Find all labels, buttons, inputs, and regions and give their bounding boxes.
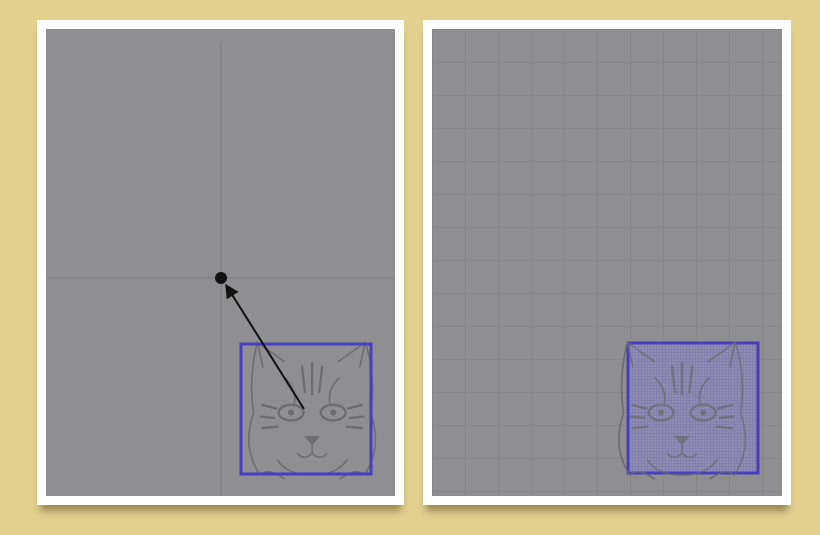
right-panel-card <box>423 20 791 505</box>
cat-sketch-icon <box>247 341 377 481</box>
right-canvas-svg <box>432 29 782 496</box>
target-point-icon[interactable] <box>215 272 227 284</box>
selection-box[interactable] <box>239 342 373 476</box>
left-canvas-svg <box>46 41 395 496</box>
arrow-icon <box>225 283 305 410</box>
right-canvas <box>432 29 782 496</box>
left-canvas <box>46 29 395 496</box>
left-panel-card <box>37 20 404 505</box>
